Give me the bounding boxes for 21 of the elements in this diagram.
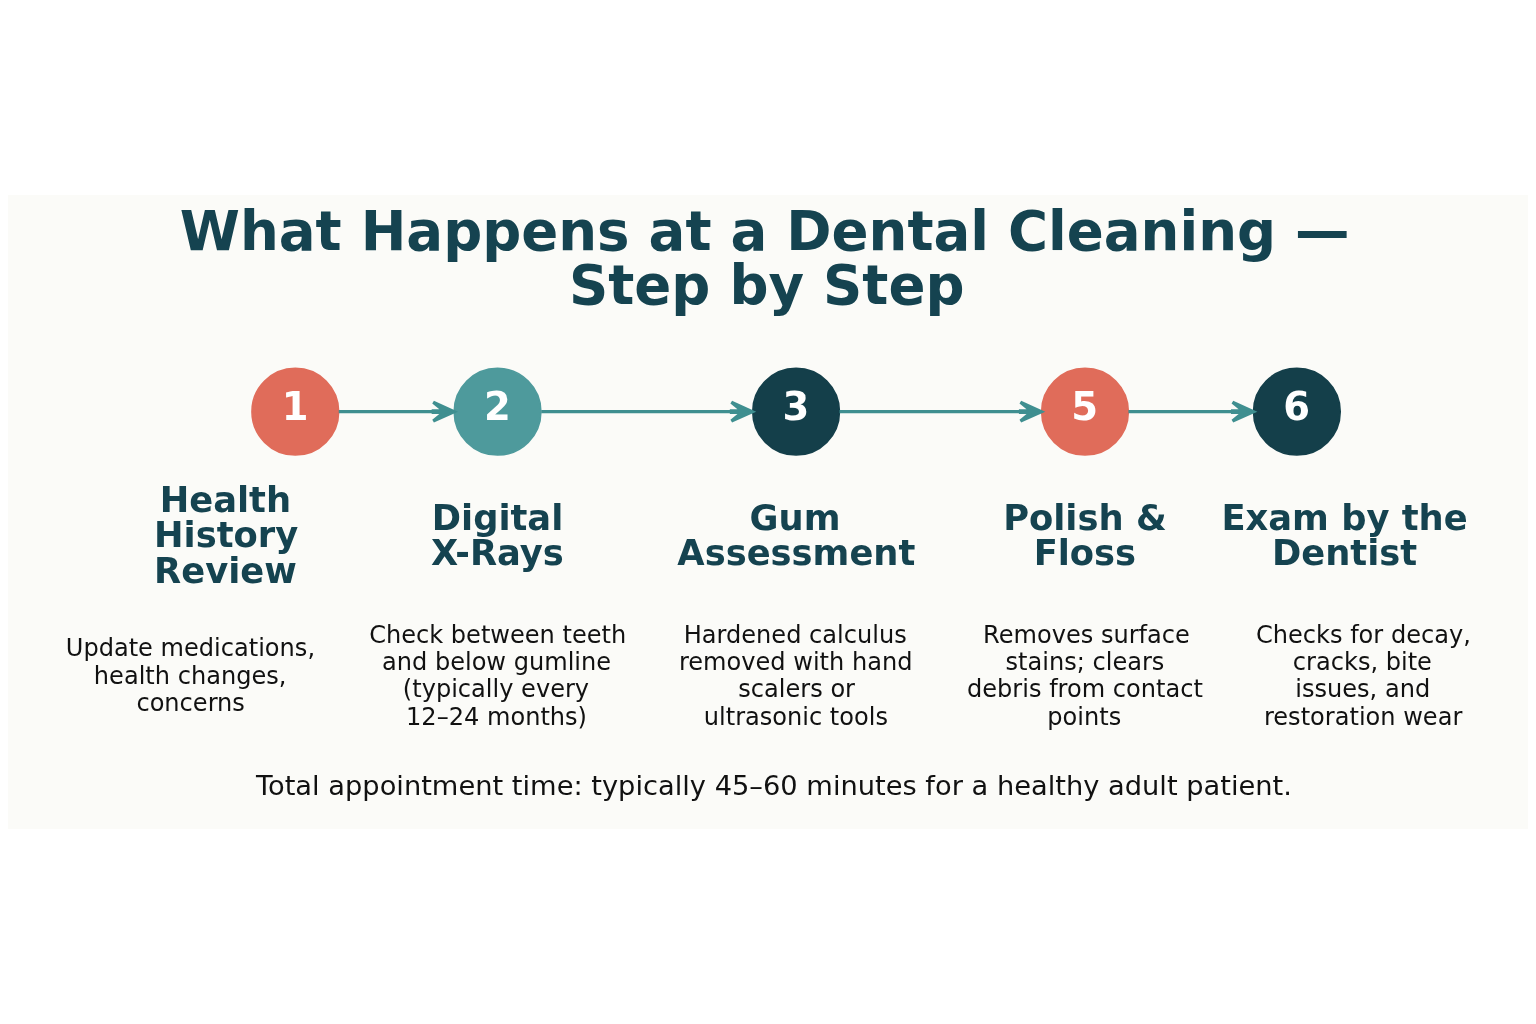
- arrow: [338, 400, 456, 423]
- node-label: Health History Review: [154, 479, 299, 591]
- arrow: [839, 400, 1043, 423]
- node-label: Checks for decay, cracks, bite issues, and restoration wear: [1255, 620, 1471, 731]
- node-label: Update medications, health changes, concerns: [65, 634, 316, 718]
- node-label: Exam by the Dentist: [1221, 496, 1468, 574]
- node-label: Polish & Floss: [1003, 496, 1167, 574]
- node-label: Hardened calculus removed with hand scalers or ultrasonic tools: [678, 620, 913, 731]
- node-circle: 5: [1040, 367, 1130, 456]
- diagram-title: What Happens at a Dental Cleaning — Step by Step: [179, 198, 1350, 318]
- arrow: [1128, 400, 1256, 423]
- node-label: Check between teeth and below gumline (typically every 12–24 months): [369, 620, 627, 731]
- node-circle: 2: [453, 367, 542, 456]
- node-circle: 6: [1252, 367, 1341, 456]
- node-circle: 1: [251, 367, 340, 456]
- arrow: [541, 400, 754, 423]
- caption: Total appointment time: typically 45–60 minutes for a healthy adult patient.: [255, 769, 1292, 801]
- node-label: Removes surface stains; clears debris from contact points: [967, 620, 1203, 731]
- node-label: Gum Assessment: [677, 496, 916, 574]
- node-circle: 3: [751, 367, 841, 456]
- node-label: Digital X-Rays: [430, 496, 564, 574]
